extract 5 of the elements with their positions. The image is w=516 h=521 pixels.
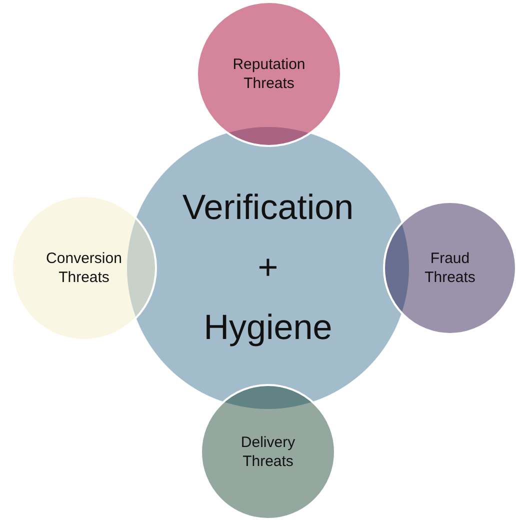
circle-label: Delivery Threats (240, 433, 296, 471)
center-label: Verification + Hygiene (181, 187, 355, 349)
circle-label: Reputation Threats (232, 55, 306, 93)
circle-label: Conversion Threats (45, 249, 123, 287)
circle-label: Fraud Threats (424, 249, 476, 287)
